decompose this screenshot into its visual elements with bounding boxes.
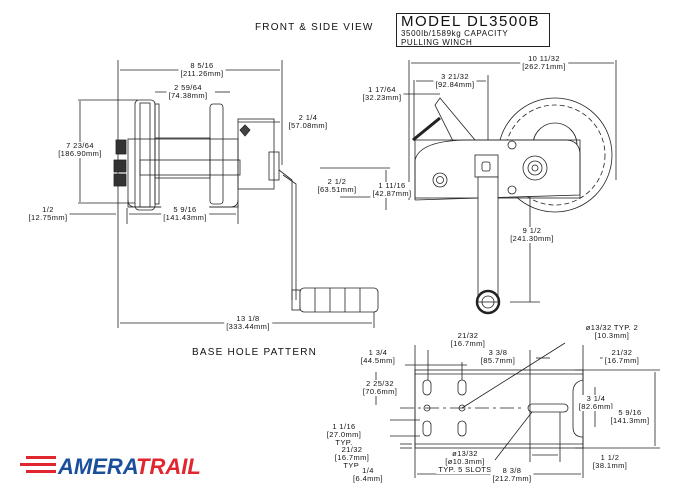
dimension-metric: [63.51mm] (317, 185, 357, 194)
dimension-value: 21/32 (457, 331, 479, 340)
dimension-metric: [16.7mm] (450, 339, 486, 348)
dimension-metric: [82.6mm] (578, 402, 614, 411)
side-view-dims-label: 10 11/32[262.71mm] (520, 55, 568, 71)
dimension-value: 2 1/4 (298, 113, 318, 122)
dimension-value: 3 1/4 (586, 394, 606, 403)
dimension-metric: [74.38mm] (168, 91, 208, 100)
base-dims-label: 1 1/16[27.0mm]TYP. (324, 422, 364, 447)
base-dims-label: 21/32[16.7mm] (448, 331, 488, 348)
dimension-metric: [32.23mm] (362, 93, 402, 102)
dimension-metric: [211.26mm] (180, 69, 224, 78)
dimension-value: 5 9/16 (173, 205, 197, 214)
base-dims-label: 3 3/8[85.7mm] (478, 348, 518, 365)
dimension-value: 3 3/8 (488, 348, 508, 357)
model-name: MODEL DL3500B (401, 13, 541, 30)
dimension-value: 8 5/16 (190, 61, 214, 70)
winch-type-text: PULLING WINCH (401, 38, 473, 47)
front-view-dims-label: 13 1/8[333.44mm] (224, 315, 272, 331)
dimension-metric: [16.7mm] (334, 453, 370, 462)
dimension-value: 1 17/64 (368, 85, 396, 94)
base-dims-label: ø13/32 TYP. 2[10.3mm] (583, 323, 641, 340)
dimension-metric: [92.84mm] (435, 80, 475, 89)
dimension-metric: [44.5mm] (360, 356, 396, 365)
dimension-value: 1/4 (362, 466, 374, 475)
dimension-note: TYP. 5 SLOTS (438, 465, 492, 474)
dimension-value: 3 21/32 (441, 72, 469, 81)
dimension-metric: [10.3mm] (594, 331, 630, 340)
model-title-block: MODEL DL3500B 3500lb/1589kg CAPACITY PUL… (396, 13, 550, 47)
view-title: FRONT & SIDE VIEW (255, 22, 374, 33)
dimension-value: 5 9/16 (618, 408, 642, 417)
side-view-dims-label: 3 21/32[92.84mm] (433, 72, 477, 89)
dimension-metric: [85.7mm] (480, 356, 516, 365)
dimension-value: 21/32 (341, 445, 363, 454)
base-dims-label: 8 3/8[212.7mm] (490, 466, 534, 483)
dimension-metric: [141.43mm] (163, 213, 207, 222)
ameratrail-logo: AMERA TRAIL (18, 452, 208, 479)
dimension-metric: [141.3mm] (610, 416, 650, 425)
dimension-metric: [241.30mm] (510, 234, 554, 243)
dimension-metric: [ø10.3mm] (445, 457, 485, 466)
dimension-value: 7 23/64 (66, 141, 94, 150)
dimension-value: 1 3/4 (368, 348, 388, 357)
base-dims-label: 1/4[6.4mm] (351, 467, 385, 483)
side-view-dims-label: 1 11/16[42.87mm] (370, 181, 414, 198)
base-dims-label: ø13/32[ø10.3mm]TYP. 5 SLOTS (436, 449, 494, 474)
dimension-metric: [42.87mm] (372, 189, 412, 198)
dimension-value: 13 1/8 (236, 314, 260, 323)
dimension-value: 8 3/8 (502, 466, 522, 475)
front-view-dims-label: 8 5/16[211.26mm] (178, 61, 226, 78)
logo-text-trail: TRAIL (136, 454, 201, 478)
side-view-dims-label: 9 1/2[241.30mm] (508, 227, 556, 243)
dimension-metric: [333.44mm] (226, 322, 270, 331)
side-view (320, 60, 617, 315)
capacity-text: 3500lb/1589kg CAPACITY (401, 29, 509, 38)
dimension-value: 1 11/16 (378, 181, 406, 190)
dimension-value: 1 1/2 (600, 453, 620, 462)
base-dims-label: 3 1/4[82.6mm] (576, 394, 616, 411)
front-view (60, 60, 379, 328)
dimension-value: 9 1/2 (522, 226, 542, 235)
dimension-metric: [262.71mm] (522, 62, 566, 71)
dimension-metric: [16.7mm] (604, 356, 640, 365)
base-dims-label: 1 3/4[44.5mm] (358, 348, 398, 365)
base-dims-label: 2 25/32[70.6mm] (360, 379, 400, 396)
front-view-dims-label: 2 1/4[57.08mm] (286, 113, 330, 130)
base-dims-label: 5 9/16[141.3mm] (608, 408, 652, 425)
dimension-value: 2 25/32 (366, 379, 394, 388)
base-pattern-title: BASE HOLE PATTERN (192, 347, 318, 358)
dimension-value: 1/2 (42, 205, 54, 214)
dimension-metric: [12.75mm] (28, 213, 68, 222)
front-view-dims-label: 1/2[12.75mm] (26, 205, 70, 222)
dimension-value: 2 1/2 (327, 177, 347, 186)
dimension-metric: [186.90mm] (58, 149, 102, 158)
dimension-metric: [57.08mm] (288, 121, 328, 130)
dimension-note: TYP. (343, 461, 361, 470)
dimension-value: 21/32 (611, 348, 633, 357)
logo-speed-lines-icon: AMERA TRAIL (20, 454, 201, 479)
dimension-metric: [70.6mm] (362, 387, 398, 396)
dimension-value: 1 1/16 (332, 422, 356, 431)
base-dims-label: 21/32[16.7mm] (602, 348, 642, 365)
dimension-metric: [212.7mm] (492, 474, 532, 483)
side-view-dims-label: 1 17/64[32.23mm] (360, 85, 404, 102)
dimension-metric: [38.1mm] (592, 461, 628, 470)
dimension-value: ø13/32 TYP. 2 (585, 323, 639, 332)
side-view-dims-label: 2 1/2[63.51mm] (315, 177, 359, 194)
front-view-dims-label: 7 23/64[186.90mm] (56, 142, 104, 158)
dimension-value: 2 59/64 (174, 83, 202, 92)
dimension-value: 10 11/32 (528, 54, 560, 63)
dimension-note: TYP. (335, 438, 353, 447)
dimension-value: ø13/32 (452, 449, 478, 458)
dimension-metric: [6.4mm] (353, 474, 383, 483)
base-dims-label: 1 1/2[38.1mm] (590, 453, 630, 470)
front-view-dims-label: 5 9/16[141.43mm] (161, 206, 209, 222)
dimension-metric: [27.0mm] (326, 430, 362, 439)
logo-text-amera: AMERA (57, 454, 139, 478)
front-view-dims-label: 2 59/64[74.38mm] (166, 83, 210, 100)
base-dims-label: 21/32[16.7mm]TYP. (332, 445, 372, 470)
